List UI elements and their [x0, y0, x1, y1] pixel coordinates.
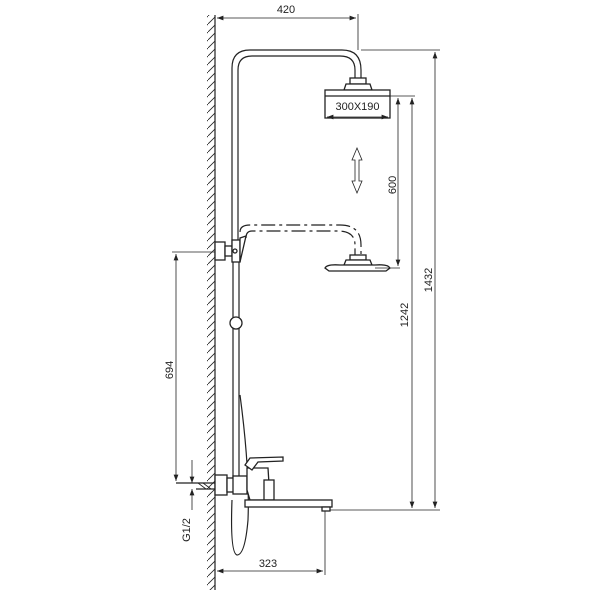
svg-text:420: 420 — [277, 4, 295, 16]
svg-text:694: 694 — [164, 361, 176, 379]
svg-text:323: 323 — [259, 558, 277, 570]
svg-text:600: 600 — [387, 176, 399, 194]
bath-mixer — [214, 456, 333, 512]
dimension-600: 600 — [387, 98, 401, 266]
svg-text:1242: 1242 — [399, 303, 411, 327]
inlet-connection: G1/2 — [176, 460, 215, 542]
dimension-420: 420 — [217, 4, 359, 50]
dimension-1242: 1242 — [399, 98, 415, 508]
dimension-1432: 1432 — [423, 52, 438, 508]
overhead-shower-arm — [231, 49, 373, 250]
dimension-694: 694 — [164, 251, 215, 481]
svg-text:1432: 1432 — [423, 268, 435, 292]
adjust-arrow-icon — [351, 146, 363, 195]
shower-hose — [230, 394, 249, 556]
riser-rail — [214, 235, 247, 480]
lowered-shower-position — [239, 224, 391, 272]
shower-head: 300X190 — [324, 89, 391, 120]
head-size-label: 300X190 — [335, 101, 379, 113]
inlet-label: G1/2 — [181, 518, 193, 542]
dimension-323: 323 — [217, 511, 326, 575]
wall — [207, 15, 216, 590]
